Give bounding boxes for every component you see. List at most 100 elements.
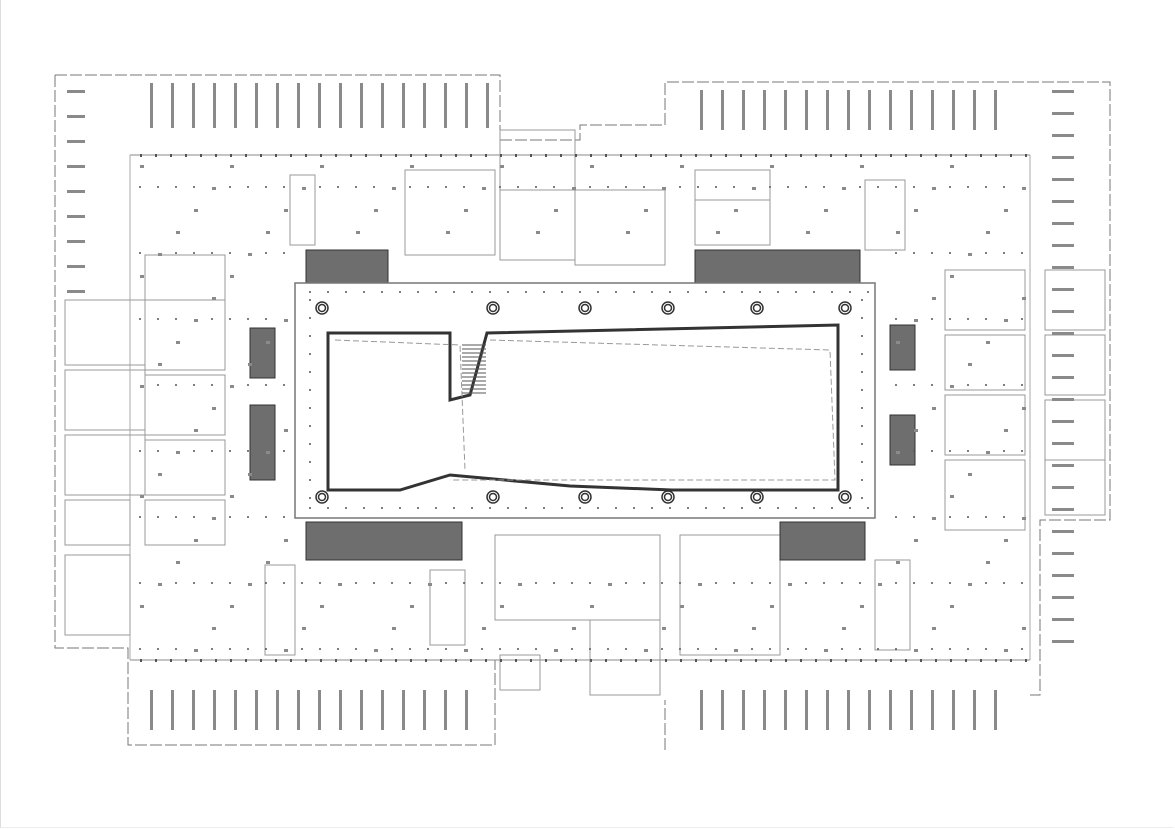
corridor-light <box>1025 154 1027 157</box>
downlight <box>752 627 756 630</box>
ceiling-point <box>193 450 195 452</box>
linear-light <box>444 690 447 730</box>
edge-point <box>309 443 311 445</box>
downlight <box>518 583 522 586</box>
downlight <box>212 627 216 630</box>
linear-light <box>1052 90 1074 93</box>
ceiling-point <box>967 186 969 188</box>
ceiling-point <box>985 582 987 584</box>
downlight <box>338 583 342 586</box>
corridor-light <box>950 154 952 157</box>
edge-point <box>561 507 563 509</box>
corridor-light <box>200 154 202 157</box>
ceiling-point <box>229 186 231 188</box>
linear-light <box>213 83 216 128</box>
ceiling-point <box>949 516 951 518</box>
ceiling-point <box>661 582 663 584</box>
linear-light <box>1052 464 1074 467</box>
building-outline <box>54 74 1111 750</box>
corridor-light <box>185 659 187 662</box>
ceiling-point <box>679 582 681 584</box>
ceiling-point <box>193 186 195 188</box>
ceiling-point <box>247 450 249 452</box>
downlight <box>194 649 198 652</box>
ceiling-point <box>931 252 933 254</box>
service-core <box>779 521 866 561</box>
downlight <box>230 385 234 388</box>
ceiling-point <box>175 252 177 254</box>
corridor-light <box>440 154 442 157</box>
linear-light <box>402 690 405 730</box>
ceiling-point <box>229 516 231 518</box>
linear-light <box>868 90 871 130</box>
linear-light <box>67 90 85 93</box>
corridor-light <box>830 154 832 157</box>
corridor-light <box>515 154 517 157</box>
corridor-light <box>545 154 547 157</box>
atrium-void <box>326 323 840 492</box>
corridor-light <box>515 659 517 662</box>
downlight <box>284 429 288 432</box>
corridor-light <box>290 659 292 662</box>
corridor-light <box>350 659 352 662</box>
column-core <box>580 492 590 502</box>
edge-point <box>861 335 863 337</box>
downlight <box>680 605 684 608</box>
linear-light <box>255 690 258 730</box>
linear-light <box>486 83 489 128</box>
corridor-light <box>530 659 532 662</box>
downlight <box>968 253 972 256</box>
edge-point <box>705 507 707 509</box>
downlight <box>950 275 954 278</box>
ceiling-point <box>463 186 465 188</box>
linear-light <box>868 690 871 730</box>
column <box>838 490 852 504</box>
linear-light <box>192 83 195 128</box>
room <box>144 254 226 301</box>
edge-point <box>687 507 689 509</box>
linear-light <box>444 83 447 128</box>
edge-point <box>861 317 863 319</box>
ceiling-points <box>139 154 1027 662</box>
ceiling-point <box>715 582 717 584</box>
downlight <box>824 649 828 652</box>
downlight <box>356 231 360 234</box>
edge-point <box>309 407 311 409</box>
edge-point <box>723 507 725 509</box>
corridor-light <box>245 659 247 662</box>
ceiling-point <box>211 252 213 254</box>
downlight <box>374 649 378 652</box>
service-core <box>889 324 916 371</box>
downlight <box>752 187 756 190</box>
ceiling-point <box>895 516 897 518</box>
linear-light <box>465 690 468 730</box>
corridor-light <box>920 154 922 157</box>
corridor-light <box>260 154 262 157</box>
edge-point <box>723 291 725 293</box>
edge-point <box>849 507 851 509</box>
linear-light <box>952 690 955 730</box>
corridor-light <box>365 154 367 157</box>
service-core <box>889 414 916 466</box>
corridor-light <box>245 154 247 157</box>
room <box>1044 269 1106 331</box>
corridor-light <box>215 154 217 157</box>
ceiling-point <box>211 318 213 320</box>
ceiling-point <box>589 582 591 584</box>
corridor-light <box>545 659 547 662</box>
downlight <box>932 297 936 300</box>
corridor-light <box>185 154 187 157</box>
downlight <box>986 451 990 454</box>
corridor-light <box>650 154 652 157</box>
ceiling-point <box>967 318 969 320</box>
downlight <box>842 187 846 190</box>
linear-light <box>1052 288 1074 291</box>
edge-point <box>309 335 311 337</box>
downlight <box>464 209 468 212</box>
corridor-light <box>410 659 412 662</box>
edge-point <box>867 291 869 293</box>
linear-light <box>1052 640 1074 643</box>
corridor-light <box>335 154 337 157</box>
ceiling-point <box>355 582 357 584</box>
corridor-light <box>845 659 847 662</box>
